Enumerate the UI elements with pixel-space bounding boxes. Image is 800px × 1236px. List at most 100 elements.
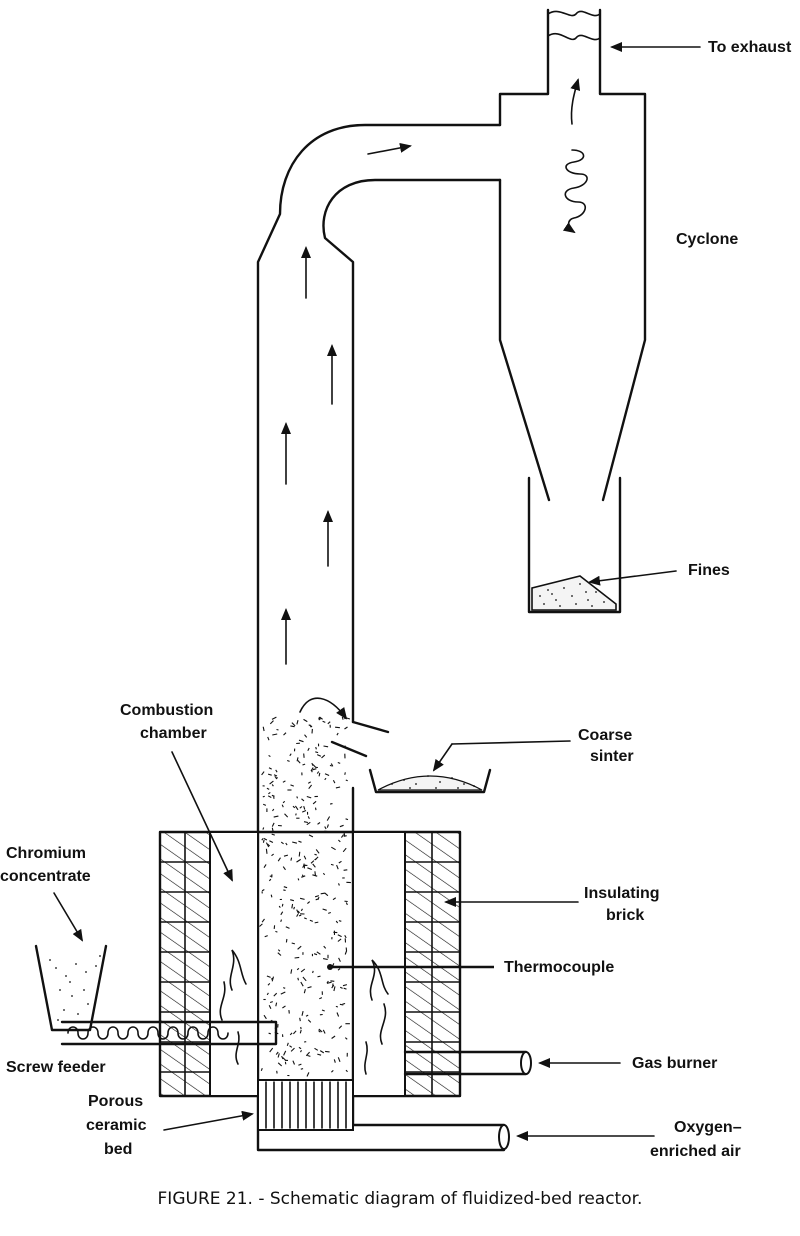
- particle: [315, 746, 317, 750]
- particle: [298, 851, 301, 857]
- particle: [291, 903, 294, 909]
- particle: [277, 949, 281, 952]
- particle: [268, 878, 272, 882]
- particle: [301, 874, 304, 878]
- particle: [318, 1030, 321, 1033]
- particle: [337, 1057, 341, 1062]
- particle: [283, 732, 287, 736]
- particle: [297, 910, 300, 914]
- particle: [281, 804, 284, 808]
- particle: [291, 722, 296, 727]
- particle: [335, 786, 341, 789]
- particle: [296, 913, 299, 917]
- insulating-brick-label-1: Insulating: [584, 885, 660, 902]
- particle: [322, 958, 328, 961]
- particle: [335, 920, 339, 924]
- to-exhaust-label: To exhaust: [708, 39, 792, 56]
- particle: [264, 935, 268, 938]
- particle: [280, 841, 284, 845]
- particle: [296, 796, 299, 799]
- particle: [297, 760, 301, 764]
- particle: [340, 834, 345, 838]
- label-chromium-concentrate: Chromium concentrate: [0, 845, 91, 942]
- particle: [310, 860, 315, 864]
- particle: [343, 835, 347, 837]
- particle: [276, 728, 279, 731]
- screw-feeder-label: Screw feeder: [6, 1059, 106, 1076]
- particle: [297, 878, 300, 881]
- particle: [266, 992, 269, 996]
- particle: [306, 1072, 310, 1077]
- furnace-block: [158, 830, 532, 1098]
- particle: [307, 1019, 312, 1023]
- particle: [332, 897, 337, 901]
- particle: [337, 938, 342, 942]
- flame-left-3: [235, 1031, 240, 1065]
- flame-left-1: [229, 949, 247, 991]
- particle: [297, 977, 300, 981]
- label-gas-burner: Gas burner: [538, 1055, 717, 1072]
- oxygen-enriched-air-label-1: Oxygen–: [674, 1119, 742, 1136]
- label-oxygen-enriched-air: Oxygen– enriched air: [516, 1119, 742, 1160]
- particle: [277, 1053, 280, 1058]
- particle: [315, 849, 320, 854]
- particle: [338, 957, 341, 962]
- gas-burner-label: Gas burner: [632, 1055, 717, 1072]
- porous-ceramic-bed: [257, 1079, 354, 1131]
- particle: [282, 1057, 287, 1061]
- particle: [297, 945, 302, 950]
- particle: [307, 747, 310, 751]
- particle: [326, 981, 332, 984]
- particle: [290, 969, 293, 974]
- particle: [295, 813, 297, 816]
- particle: [318, 1028, 323, 1033]
- particle: [339, 1003, 344, 1006]
- combustion-chamber-label-2: chamber: [140, 725, 207, 742]
- combustion-chamber-label-1: Combustion: [120, 702, 213, 719]
- label-to-exhaust: To exhaust: [610, 39, 792, 56]
- particle: [323, 745, 329, 748]
- particle: [303, 988, 306, 994]
- particle: [345, 779, 348, 782]
- particle: [337, 968, 341, 971]
- particle: [290, 899, 295, 902]
- particle: [309, 919, 314, 922]
- particle: [267, 983, 271, 986]
- particle: [268, 767, 272, 770]
- particle: [329, 764, 332, 767]
- particle: [314, 921, 319, 924]
- porous-ceramic-bed-label-2: ceramic: [86, 1117, 147, 1134]
- particle: [303, 806, 306, 810]
- particle: [300, 968, 306, 973]
- particle: [322, 908, 327, 911]
- particle: [283, 889, 286, 891]
- particle: [344, 1037, 348, 1040]
- particle: [294, 956, 300, 959]
- fines-label: Fines: [688, 562, 730, 579]
- particle: [307, 816, 310, 820]
- particle: [339, 986, 343, 989]
- particle: [301, 1010, 304, 1016]
- porous-ceramic-bed-label-1: Porous: [88, 1093, 143, 1110]
- particle: [342, 984, 348, 987]
- particle: [268, 1032, 271, 1035]
- particle: [308, 784, 313, 790]
- flame-right-1: [369, 959, 389, 1001]
- particle: [278, 905, 281, 908]
- particle: [290, 857, 293, 861]
- particle: [272, 808, 275, 812]
- particle: [336, 864, 339, 870]
- particle: [322, 1029, 326, 1034]
- particle: [345, 818, 349, 821]
- particle: [342, 1002, 346, 1005]
- particle: [263, 864, 267, 868]
- particle: [331, 1035, 336, 1039]
- particle: [298, 840, 302, 843]
- particle: [323, 945, 327, 949]
- particle: [344, 935, 347, 939]
- particle: [280, 919, 283, 922]
- particle: [262, 726, 265, 732]
- particle: [324, 777, 327, 781]
- particle: [286, 1042, 289, 1046]
